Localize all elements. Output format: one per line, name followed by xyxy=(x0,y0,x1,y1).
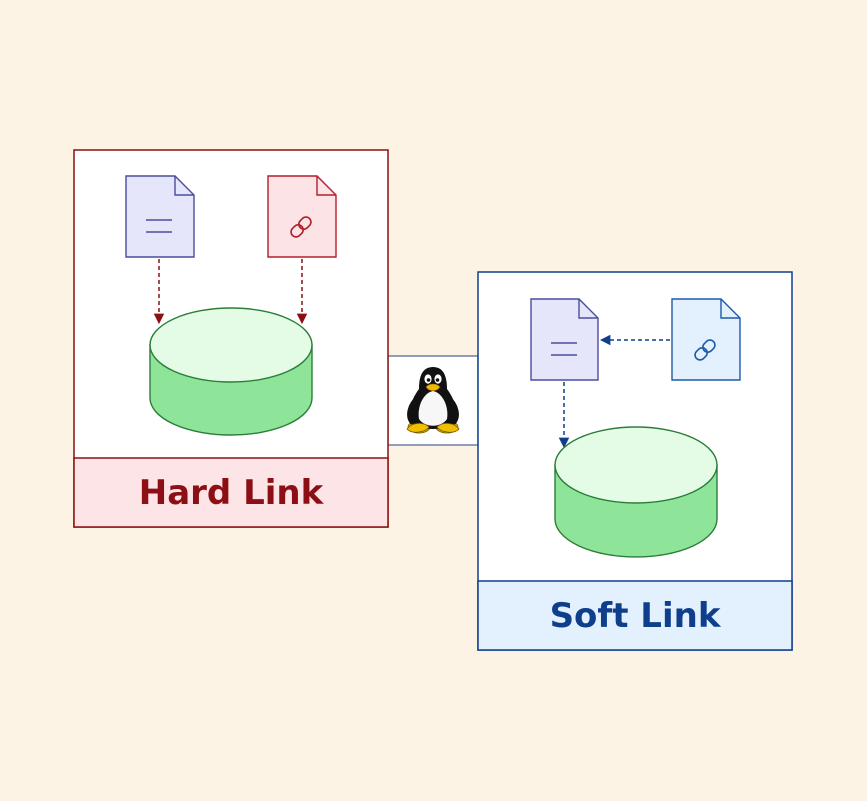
link-file-icon xyxy=(671,298,741,381)
center-connector xyxy=(387,355,479,446)
soft-link-label: Soft Link xyxy=(550,596,722,636)
file-icon xyxy=(125,175,195,258)
disk-icon xyxy=(554,426,718,558)
linux-penguin-icon xyxy=(406,367,460,434)
hard-link-label-bg xyxy=(73,457,389,528)
hard-link-panel: Hard Link xyxy=(73,149,389,528)
file-icon xyxy=(530,298,599,381)
link-file-icon xyxy=(267,175,337,258)
disk-icon xyxy=(149,307,313,436)
chain-link-icon xyxy=(290,216,312,238)
chain-link-icon xyxy=(694,339,716,361)
soft-link-label-bg xyxy=(477,580,793,651)
hard-link-label: Hard Link xyxy=(139,473,325,513)
soft-link-panel: Soft Link xyxy=(477,271,793,651)
